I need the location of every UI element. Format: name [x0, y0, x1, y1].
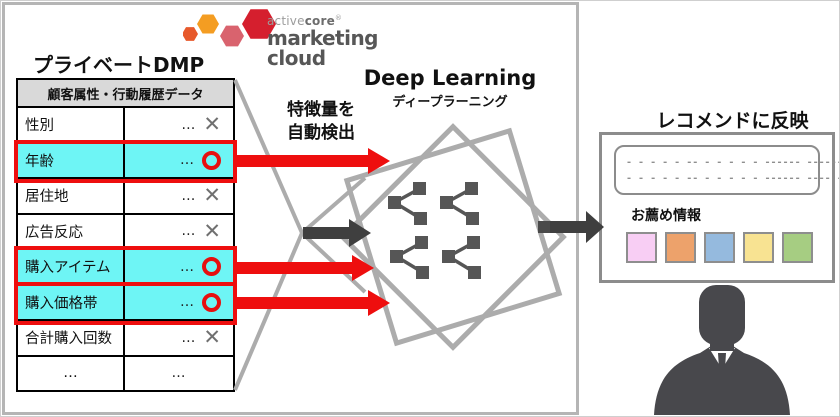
table-row: 性別…✕ [18, 108, 233, 144]
attribute-label: 年齢 [18, 143, 125, 177]
logo-hexagons-icon [183, 9, 276, 47]
cross-icon: ✕ [203, 112, 221, 137]
table-row: 年齢 … [18, 143, 233, 179]
usage-cell: …✕ [125, 215, 233, 249]
logo-brand-text: activecore® [267, 14, 343, 28]
deep-learning-heading: Deep Learning ディープラーニング [355, 66, 545, 110]
table-row: …… [18, 356, 233, 391]
usage-cell: … [125, 357, 233, 391]
ellipsis: … [181, 187, 197, 204]
recommend-title: レコメンドに反映 [656, 110, 809, 132]
table-row: 購入アイテム … [18, 250, 233, 286]
usage-cell: …✕ [125, 321, 233, 355]
recommend-swatch-green [782, 232, 813, 263]
attribute-label: 性別 [18, 108, 125, 142]
recommend-swatch-pink [626, 232, 657, 263]
table-row: 合計購入回数…✕ [18, 321, 233, 357]
ellipsis: … [180, 294, 195, 311]
attribute-label: 居住地 [18, 179, 125, 213]
cross-icon: ✕ [203, 183, 221, 208]
usage-cell: … [125, 250, 233, 284]
usage-cell: … [125, 286, 233, 320]
circle-icon [202, 257, 221, 277]
recommend-placeholder-text: - - - - - -- - - - - - ------ ------- - … [614, 145, 840, 195]
recommend-box: - - - - - -- - - - - - ------ ------- - … [599, 132, 840, 283]
ellipsis: … [181, 116, 197, 133]
attribute-label: 合計購入回数 [18, 321, 125, 355]
recommend-swatch-blue [704, 232, 735, 263]
ellipsis: … [180, 152, 195, 169]
recommend-item-swatches [626, 232, 813, 263]
usage-cell: …✕ [125, 108, 233, 142]
attribute-label: … [18, 356, 125, 390]
deep-learning-title: Deep Learning [363, 66, 537, 90]
ellipsis: … [181, 329, 197, 346]
logo-product-text: marketing cloud [267, 26, 379, 70]
private-dmp-title: プライベートDMP [33, 53, 205, 77]
usage-cell: … [125, 144, 233, 178]
recommend-swatch-orange [665, 232, 696, 263]
attribute-label: 広告反応 [18, 214, 125, 248]
user-silhouette-icon [654, 285, 790, 415]
cross-icon: ✕ [203, 218, 221, 243]
table-row: 購入価格帯 … [18, 285, 233, 321]
table-row: 居住地…✕ [18, 179, 233, 215]
feature-extraction-label: 特徴量を 自動検出 [287, 100, 355, 143]
deep-learning-subtitle: ディープラーニング [392, 95, 508, 110]
ellipsis: … [180, 258, 195, 275]
circle-icon [202, 292, 221, 312]
attribute-label: 購入アイテム [18, 250, 125, 284]
table-header: 顧客属性・行動履歴データ [18, 80, 233, 108]
attribute-label: 購入価格帯 [18, 285, 125, 319]
cross-icon: ✕ [203, 325, 221, 350]
recommend-swatch-yellow [743, 232, 774, 263]
recommend-info-label: お薦め情報 [631, 208, 701, 224]
activecore-logo: activecore® marketing cloud [183, 6, 433, 68]
circle-icon [202, 150, 221, 170]
usage-cell: …✕ [125, 179, 233, 213]
table-row: 広告反応…✕ [18, 214, 233, 250]
customer-data-table: 顧客属性・行動履歴データ 性別…✕年齢…居住地…✕広告反応…✕購入アイテム…購入… [16, 78, 235, 392]
ellipsis: … [171, 365, 187, 382]
ellipsis: … [181, 223, 197, 240]
